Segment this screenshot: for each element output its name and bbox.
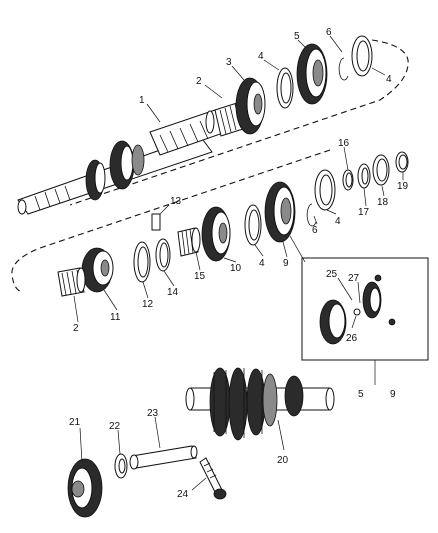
countershaft [185, 367, 335, 441]
idler-shaft-23 [129, 445, 198, 470]
callout-4-right: 4 [386, 74, 392, 85]
assembly-guide-lower [11, 149, 331, 293]
assembly-guide-upper [69, 39, 409, 206]
blocking-ring-right [351, 35, 373, 77]
callout-4-middle: 4 [259, 258, 265, 269]
callout-4-upper: 4 [258, 51, 264, 62]
callout-4-middle-right: 4 [335, 216, 341, 227]
blocking-ring-middle [244, 204, 262, 246]
callout-13: 13 [170, 196, 182, 207]
needle-bearing-lower [57, 267, 86, 297]
callout-19: 19 [397, 181, 409, 192]
callout-14: 14 [167, 287, 179, 298]
callout-2-lower: 2 [73, 323, 79, 334]
callout-24: 24 [177, 489, 189, 500]
snap-ring-middle [306, 203, 317, 227]
callout-5-lower: 5 [358, 389, 364, 400]
pin-13 [151, 213, 161, 231]
ring-19 [395, 151, 409, 173]
snap-ring-upper [338, 57, 349, 81]
callout-6-upper: 6 [326, 27, 332, 38]
callout-27: 27 [348, 273, 360, 284]
gear-11 [81, 247, 114, 293]
leader-lines [73, 35, 404, 491]
ring-18 [372, 154, 390, 186]
callout-1: 1 [139, 95, 145, 106]
callout-20: 20 [277, 455, 289, 466]
callout-12: 12 [142, 299, 154, 310]
ring-17 [357, 163, 371, 189]
callout-23: 23 [147, 408, 159, 419]
synchronizer-assembly-middle [264, 181, 296, 243]
callout-18: 18 [377, 197, 389, 208]
detail-inset [289, 235, 429, 361]
callout-25: 25 [326, 269, 338, 280]
callout-11: 11 [110, 312, 121, 323]
callout-15: 15 [194, 271, 206, 282]
ring-16 [342, 169, 354, 191]
callout-labels: 1 2 3 4 5 6 4 16 19 18 17 4 6 13 10 4 9 … [69, 27, 409, 500]
callout-17: 17 [358, 207, 370, 218]
callout-6-middle: 6 [312, 225, 318, 236]
callout-26: 26 [346, 333, 358, 344]
gear-21 [67, 458, 103, 518]
main-shaft-gear-cluster [85, 140, 145, 201]
callout-22: 22 [109, 421, 121, 432]
callout-16: 16 [338, 138, 350, 149]
ring-12 [133, 241, 151, 283]
blocking-ring-upper [276, 67, 294, 109]
callout-21: 21 [69, 417, 81, 428]
callout-3: 3 [226, 57, 232, 68]
bolt-24 [199, 457, 227, 500]
callout-2-upper: 2 [196, 76, 202, 87]
gear-3 [235, 77, 266, 135]
gear-10 [201, 206, 231, 262]
spacer-14 [155, 238, 171, 272]
synchronizer-assembly-upper [296, 43, 328, 105]
washer-22 [114, 453, 128, 479]
callout-9-lower: 9 [390, 389, 396, 400]
blocking-ring-middle-right [314, 169, 336, 211]
callout-10: 10 [230, 263, 242, 274]
callout-5-upper: 5 [294, 31, 300, 42]
callout-9-middle: 9 [283, 258, 289, 269]
needle-bearing-15 [177, 227, 201, 257]
